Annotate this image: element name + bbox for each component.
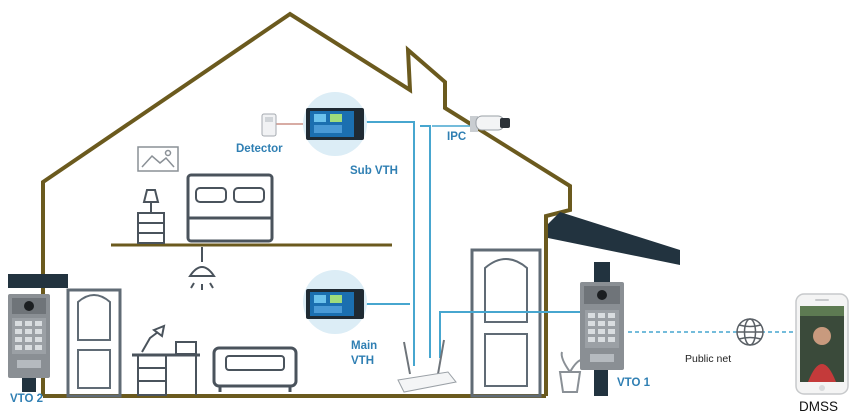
- dmss-label: DMSS: [799, 399, 839, 414]
- door-left: [66, 288, 122, 398]
- ipc-label: IPC: [447, 131, 467, 143]
- main-vth-label-line2: VTH: [351, 355, 374, 367]
- detector-label: Detector: [236, 143, 283, 155]
- vto1-label: VTO 1: [617, 377, 651, 389]
- bed-icon: [186, 173, 274, 243]
- house-outline: [41, 11, 572, 398]
- door-right: [470, 248, 542, 398]
- sofa-icon: [212, 346, 298, 392]
- vto1-door-station: [580, 282, 624, 370]
- phone-icon: [795, 293, 849, 395]
- detector-icon: [261, 113, 277, 137]
- vto2-label: VTO 2: [10, 393, 44, 405]
- main-vth-label-line1: Main: [351, 340, 378, 352]
- picture-frame-icon: [137, 146, 179, 172]
- sub-vth-label: Sub VTH: [350, 165, 398, 177]
- main-vth-monitor: [303, 270, 367, 334]
- nightstand-icon: [137, 189, 165, 244]
- desk-icon: [132, 324, 200, 396]
- network-cables: [362, 121, 580, 366]
- vto2-door-station: [8, 294, 50, 378]
- ipc-camera-icon: [470, 115, 510, 132]
- public-net-label: Public net: [685, 353, 732, 365]
- router-icon: [397, 339, 457, 393]
- porch-roof: [548, 212, 680, 396]
- ceiling-lamp-icon: [188, 247, 216, 290]
- sub-vth-monitor: [303, 92, 367, 156]
- globe-icon: [736, 318, 764, 346]
